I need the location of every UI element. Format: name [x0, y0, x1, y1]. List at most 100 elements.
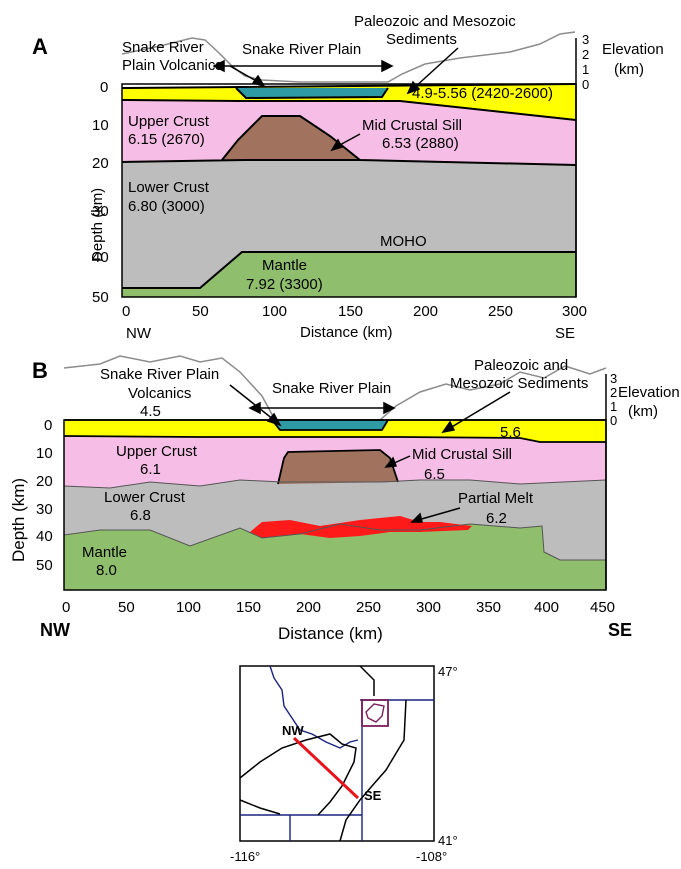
distance-tick: 50: [118, 599, 135, 616]
distance-tick: 0: [62, 599, 70, 616]
lower-crust-label: Lower Crust: [128, 179, 210, 196]
depth-tick: 0: [44, 417, 52, 434]
volcanics-pointer-arrow: [229, 384, 275, 421]
upper-crust-value: 6.1: [140, 461, 161, 478]
mantle-label: Mantle: [262, 257, 307, 274]
mantle-value: 8.0: [96, 562, 117, 579]
panel-b-depth-ticks: 0 10 20 30 40 50: [36, 417, 53, 574]
elev-tick: 3: [582, 32, 589, 47]
arrowhead: [266, 412, 282, 427]
upper-crust-label: Upper Crust: [116, 443, 198, 460]
srp-volcanics-label: Snake River: [122, 39, 204, 56]
x-axis-label: Distance (km): [300, 324, 393, 341]
elev-tick: 3: [610, 371, 617, 386]
depth-tick: 20: [36, 473, 53, 490]
distance-tick: 200: [413, 303, 438, 320]
arrowhead: [383, 401, 396, 415]
depth-tick: 40: [92, 249, 109, 266]
distance-tick: 50: [192, 303, 209, 320]
arrowhead: [330, 138, 344, 152]
upper-crust-label: Upper Crust: [128, 113, 210, 130]
y-axis-label: Depth (km): [9, 478, 28, 562]
elevation-unit: (km): [614, 61, 644, 78]
map-boundaries-black: [239, 665, 407, 842]
srp-volcanics-label: Snake River Plain: [100, 366, 219, 383]
depth-tick: 20: [92, 155, 109, 172]
depth-tick: 0: [100, 79, 108, 96]
depth-tick: 30: [36, 501, 53, 518]
panel-a-topography: [121, 31, 576, 83]
map-lon-right: -108°: [416, 849, 447, 864]
srp-label: Snake River Plain: [242, 41, 361, 58]
map-lat-bottom: 41°: [438, 833, 458, 848]
arrowhead: [441, 420, 456, 434]
panel-b-label: B: [32, 358, 48, 383]
moho-label: MOHO: [380, 233, 427, 250]
panel-b-crust-boundaries: [63, 479, 607, 561]
panel-a: A 0 10 20 30 40 50 3 2: [32, 13, 664, 342]
lower-crust-label: Lower Crust: [104, 489, 186, 506]
distance-tick: 350: [476, 599, 501, 616]
panel-a-elev-ticks: 3 2 1 0: [582, 32, 589, 92]
panel-a-boundaries: [121, 83, 577, 289]
lower-crust-value: 6.8: [130, 507, 151, 524]
panel-b-lower-crust: [64, 480, 606, 560]
sill-pointer-arrow: [337, 133, 361, 147]
paleozoic-label: Sediments: [386, 31, 457, 48]
distance-tick: 100: [262, 303, 287, 320]
depth-tick: 50: [36, 557, 53, 574]
elev-tick: 1: [610, 399, 617, 414]
sediment-pointer-arrow: [413, 47, 459, 89]
partial-melt-value: 6.2: [486, 510, 507, 527]
elev-tick: 2: [582, 47, 589, 62]
paleozoic-label: Paleozoic and Mesozoic: [354, 13, 516, 30]
distance-tick: 250: [356, 599, 381, 616]
elevation-label: Elevation: [618, 384, 680, 401]
elev-tick: 0: [610, 413, 617, 428]
depth-tick: 10: [92, 117, 109, 134]
distance-tick: 450: [590, 599, 615, 616]
distance-tick: 0: [122, 303, 130, 320]
srp-label: Snake River Plain: [272, 380, 391, 397]
partial-melt-label: Partial Melt: [458, 490, 534, 507]
panel-b-arrows: [229, 384, 511, 523]
arrowhead: [381, 59, 394, 73]
y-axis-label: Depth (km): [89, 188, 106, 262]
mantle-label: Mantle: [82, 544, 127, 561]
se-label: SE: [555, 325, 575, 342]
sediment-velocity-label: 5.6: [500, 424, 521, 441]
srp-volcanics-label: Volcanics: [128, 385, 191, 402]
distance-tick: 400: [534, 599, 559, 616]
distance-tick: 150: [236, 599, 261, 616]
sill-value: 6.5: [424, 466, 445, 483]
sill-label: Mid Crustal Sill: [412, 446, 512, 463]
panel-a-sill: [222, 116, 360, 160]
panel-a-mantle: [122, 252, 576, 297]
map-profile-line: [292, 736, 360, 800]
panel-b-sill: [278, 450, 398, 484]
arrowhead: [251, 74, 266, 88]
panel-a-label: A: [32, 34, 48, 59]
map-boundaries-blue: [240, 665, 434, 841]
panel-a-volcanics: [236, 88, 388, 98]
srp-volcanics-label: Plain Volcanics: [122, 57, 223, 74]
panel-b-distance-ticks: 0 50 100 150 200 250 300 350 400 450: [62, 599, 615, 616]
arrowhead: [410, 512, 423, 523]
volcanics-velocity: 4.5: [140, 403, 161, 420]
elev-tick: 0: [582, 77, 589, 92]
distance-tick: 100: [176, 599, 201, 616]
distance-tick: 200: [296, 599, 321, 616]
panel-a-depth-ticks: 0 10 20 30 40 50: [92, 79, 109, 306]
panel-b-elev-ticks: 3 2 1 0: [610, 371, 617, 428]
panel-b: B 0 10 20 30 40 50 3 2 1: [9, 355, 680, 643]
panel-a-arrows: [212, 47, 459, 152]
paleozoic-label: Paleozoic and: [474, 357, 568, 374]
sediment-pointer-arrow: [449, 391, 511, 429]
sill-label: Mid Crustal Sill: [362, 117, 462, 134]
distance-tick: 300: [416, 599, 441, 616]
nw-label: NW: [40, 620, 70, 640]
upper-crust-value: 6.15 (2670): [128, 131, 205, 148]
depth-tick: 50: [92, 289, 109, 306]
lower-crust-value: 6.80 (3000): [128, 198, 205, 215]
